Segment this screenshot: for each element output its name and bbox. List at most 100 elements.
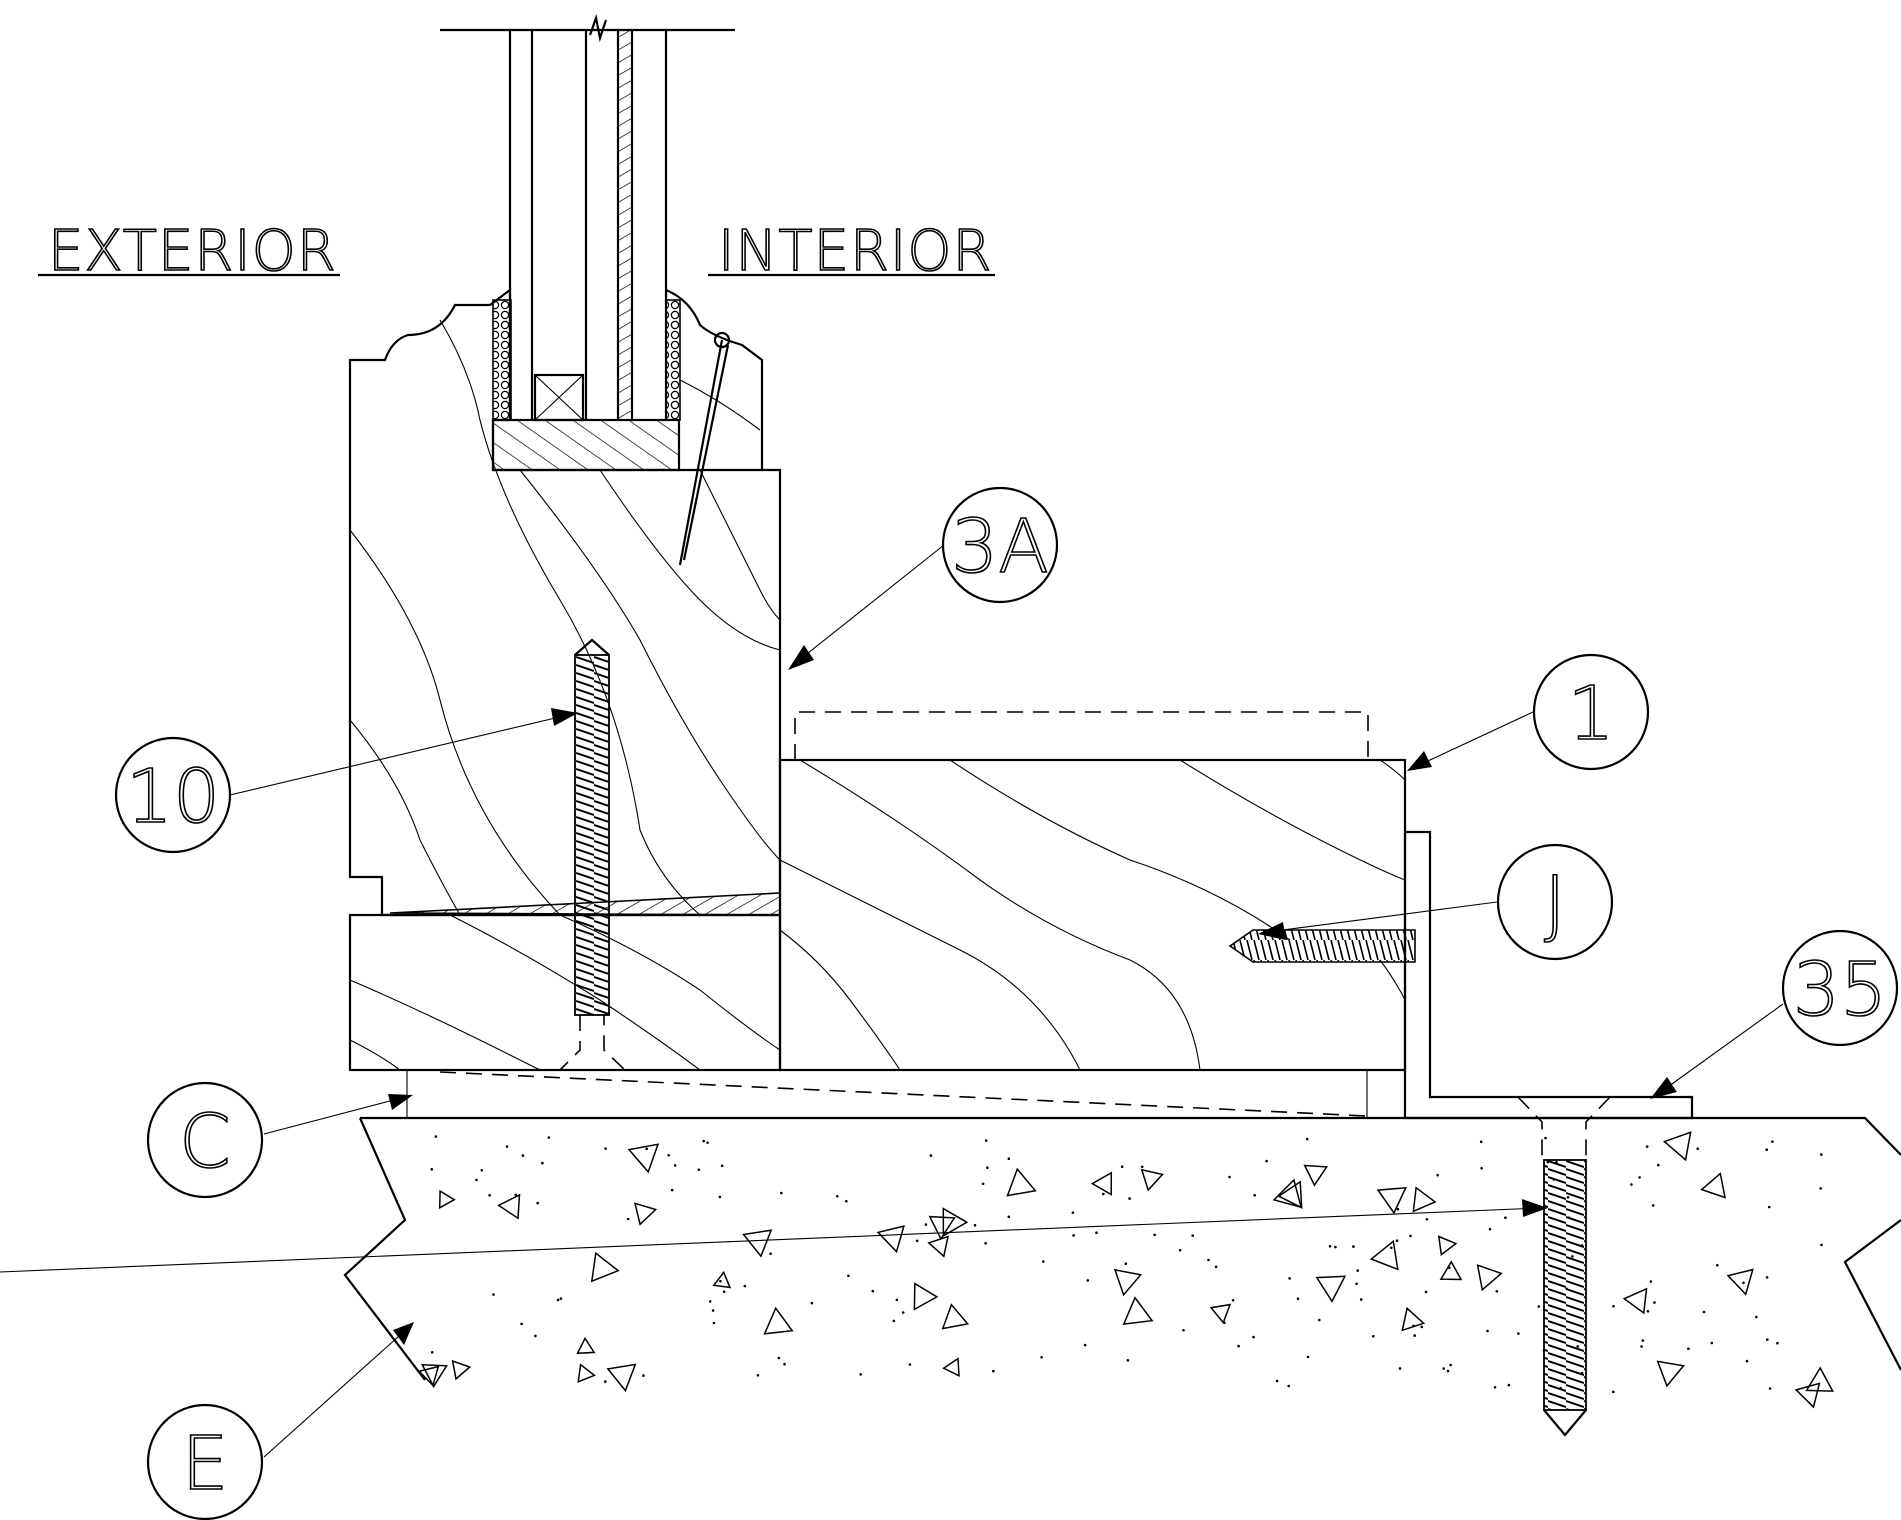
aggregate-dot xyxy=(1649,1280,1653,1283)
aggregate-dot xyxy=(1071,1211,1075,1214)
callout-j-text: J xyxy=(1544,861,1566,947)
aggregate-dot xyxy=(908,1363,912,1366)
aggregate-stone xyxy=(1006,1167,1037,1197)
aggregate-dot xyxy=(1449,1363,1452,1367)
aggregate-stone xyxy=(421,1363,448,1389)
interior-stool xyxy=(778,711,1407,1072)
aggregate-dot xyxy=(559,1297,563,1300)
aggregate-stone xyxy=(451,1359,472,1381)
aggregate-dot xyxy=(1128,1197,1131,1200)
exterior-label-group: EXTERIOR xyxy=(38,218,340,285)
callout-3a: 3A xyxy=(941,486,1059,604)
aggregate-dot xyxy=(1228,1175,1231,1179)
aggregate-dot xyxy=(929,1154,933,1157)
aggregate-dot xyxy=(556,1298,560,1302)
aggregate-stone xyxy=(1140,1168,1164,1192)
aggregate-dot xyxy=(1766,1338,1769,1341)
aggregate-dot xyxy=(434,1135,438,1138)
aggregate-dot xyxy=(604,1147,607,1150)
aggregate-dot xyxy=(847,1274,850,1278)
setting-block xyxy=(491,418,681,472)
aggregate-dot xyxy=(1446,1369,1450,1373)
aggregate-dot xyxy=(1359,1298,1363,1301)
callout-e: E xyxy=(146,1403,264,1520)
aggregate-dot xyxy=(1007,1215,1011,1219)
aggregate-dot xyxy=(1413,1334,1416,1337)
aggregate-dot xyxy=(667,1154,670,1157)
aggregate-stone xyxy=(1726,1268,1754,1296)
aggregate-dot xyxy=(1007,1157,1011,1160)
aggregate-dot xyxy=(1742,1281,1745,1285)
aggregate-dot xyxy=(1265,1159,1268,1163)
aggregate-stone xyxy=(942,1357,960,1378)
aggregate-dot xyxy=(1355,1282,1358,1286)
aggregate-dot xyxy=(859,1373,862,1376)
aggregate-dot xyxy=(901,1311,905,1314)
aggregate-dot xyxy=(1517,1332,1520,1335)
aggregate-dot xyxy=(1638,1176,1641,1179)
aggregate-dot xyxy=(1042,1260,1045,1263)
aggregate-dot xyxy=(1480,1167,1483,1170)
aggregate-dot xyxy=(1352,1245,1355,1248)
callout-c-text: C xyxy=(179,1099,231,1185)
aggregate-dot xyxy=(541,1161,544,1165)
interior-label: INTERIOR xyxy=(718,219,992,284)
aggregate-stone xyxy=(1437,1235,1458,1257)
aggregate-dot xyxy=(1306,1355,1310,1359)
screw-j xyxy=(1228,929,1416,963)
aggregate-stone xyxy=(1272,1178,1303,1209)
concrete-substrate xyxy=(343,1116,1901,1409)
aggregate-dot xyxy=(722,1290,726,1293)
aggregate-dot xyxy=(1651,1204,1655,1207)
aggregate-dot xyxy=(520,1322,523,1326)
aggregate-dot xyxy=(1390,1246,1393,1250)
aggregate-stone xyxy=(712,1270,732,1289)
aggregate-dot xyxy=(488,1194,491,1197)
aggregate-dot xyxy=(1442,1367,1445,1370)
aggregate-dot xyxy=(720,1164,724,1168)
aggregate-dot xyxy=(1072,1234,1075,1237)
aggregate-dot xyxy=(1507,1383,1511,1387)
aggregate-dot xyxy=(547,1136,551,1139)
aggregate-stone xyxy=(1700,1172,1726,1199)
aggregate-dot xyxy=(604,1380,607,1383)
aggregate-dot xyxy=(1124,1262,1128,1265)
callout-j: J xyxy=(1496,843,1614,961)
sash-profile xyxy=(348,287,782,917)
aggregate-dot xyxy=(1318,1318,1321,1322)
aggregate-stone xyxy=(438,1189,456,1210)
leader-lines xyxy=(0,544,1784,1458)
aggregate-stone xyxy=(1439,1260,1463,1281)
aggregate-dot xyxy=(1126,1359,1130,1362)
aggregate-stone xyxy=(606,1363,637,1393)
aggregate-dot xyxy=(534,1334,537,1338)
interior-label-group: INTERIOR xyxy=(708,218,995,285)
aggregate-stone xyxy=(1376,1186,1407,1215)
aggregate-dot xyxy=(1095,1231,1098,1234)
aggregate-stone xyxy=(1113,1268,1143,1297)
aggregate-dot xyxy=(1641,1339,1645,1342)
aggregate-dot xyxy=(536,1201,539,1205)
aggregate-dot xyxy=(783,1362,786,1366)
sill-block xyxy=(348,913,782,1072)
aggregate-dot xyxy=(1765,1148,1768,1151)
aggregate-dot xyxy=(1745,1359,1749,1363)
aggregate-dot xyxy=(1425,1218,1429,1221)
aggregate-dot xyxy=(702,1139,705,1143)
aggregate-dot xyxy=(1776,1341,1779,1345)
aggregate-stone xyxy=(942,1207,969,1238)
aggregate-dot xyxy=(984,1242,987,1245)
aggregate-dot xyxy=(1819,1187,1822,1190)
aggregate-dot xyxy=(924,1223,928,1226)
aggregate-dot xyxy=(1488,1227,1492,1231)
concrete-aggregate xyxy=(417,1131,1834,1409)
aggregate-stone xyxy=(1622,1287,1648,1315)
aggregate-dot xyxy=(1207,1258,1210,1262)
aggregate-dot xyxy=(1328,1244,1332,1248)
aggregate-dot xyxy=(642,1374,645,1377)
aggregate-dot xyxy=(1448,1266,1451,1270)
aggregate-stone xyxy=(497,1193,521,1220)
aggregate-dot xyxy=(712,1321,716,1325)
aggregate-stone xyxy=(627,1143,660,1174)
